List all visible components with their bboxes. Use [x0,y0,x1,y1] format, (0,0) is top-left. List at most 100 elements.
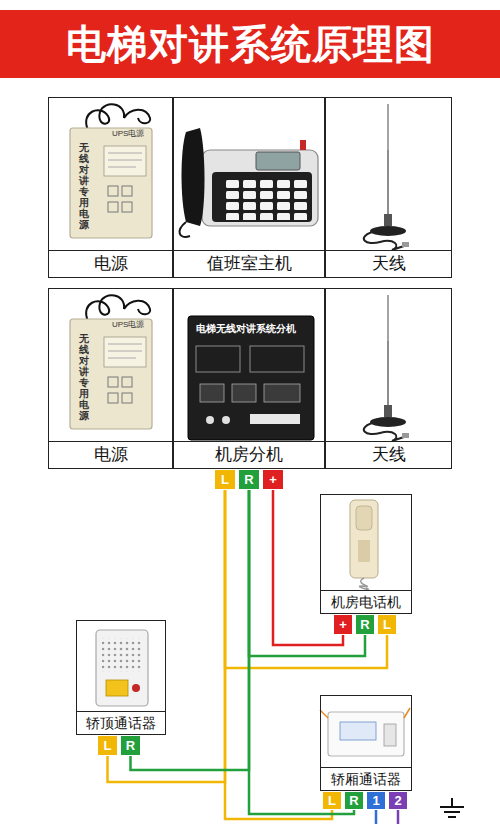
device-text: 电梯无线对讲系统分机 [196,323,296,334]
power-supply [70,104,152,238]
part-name: 值班室主机 [174,250,324,277]
ground-symbol [440,798,464,817]
part-name: 电源 [49,441,172,468]
car-intercom [384,724,396,746]
duty-phone [212,172,312,222]
part-name: 机房电话机 [321,590,411,613]
device-box: 轿厢通话器 [320,695,412,791]
ground-symbol [440,806,464,808]
terminal-label: 2 [394,794,401,807]
terminal: R [238,469,260,490]
part-name: 机房分机 [174,441,324,468]
extension-unit [196,346,240,372]
duty-phone [256,152,300,170]
car-top-intercom [96,630,148,706]
terminal: R [344,791,364,810]
terminal: L [322,791,342,810]
duty-phone [300,140,306,150]
terminal: 2 [388,791,408,810]
part-name: 轿厢通话器 [321,767,411,790]
terminal: + [333,614,353,635]
part-name: 电源 [49,250,172,277]
antenna [364,295,409,441]
extension-unit [188,316,314,440]
duty-phone [226,180,308,220]
terminal-label: R [360,618,369,631]
extension-unit [250,346,304,372]
terminal: L [214,469,236,490]
wire [108,490,226,782]
wire [249,490,365,656]
power-supply [70,295,152,429]
sticker-text: UPS电源 [112,130,144,139]
car-top-intercom [96,630,148,706]
table-cell: 机房分机 [173,288,325,469]
terminal-label: L [328,794,336,807]
ground-symbol [444,811,460,813]
table-cell: 电源 [48,97,173,278]
extension-unit [222,416,230,424]
machine-room-phone [350,500,378,578]
extension-unit [232,384,256,402]
antenna [364,104,409,250]
extension-unit [188,316,314,440]
terminal-stubs [397,810,400,824]
duty-phone [202,150,318,226]
machine-room-phone [358,540,370,562]
terminal: L [97,735,118,756]
ground-symbol [451,798,453,807]
sticker-text: 无线对讲专用电源 [79,333,89,421]
terminal-label: R [244,473,253,486]
part-name: 天线 [326,250,451,277]
car-intercom [320,708,410,756]
ground-symbol [448,816,456,818]
machine-room-phone [360,578,369,589]
car-intercom [340,722,376,740]
table-cell: 值班室主机 [173,97,325,278]
car-intercom [404,708,410,718]
terminal: 1 [366,791,386,810]
table-cell: 电源 [48,288,173,469]
terminal-label: L [221,473,229,486]
extension-unit [264,384,300,402]
device-box: 轿顶通话器 [76,620,166,735]
terminal-label: L [104,739,112,752]
part-name: 轿顶通话器 [77,711,165,734]
terminal: + [262,469,284,490]
sticker-text: UPS电源 [112,321,144,330]
car-intercom [328,712,404,756]
car-intercom [320,710,328,718]
duty-phone [182,128,205,226]
machine-room-phone [356,506,372,530]
car-top-intercom [106,680,128,696]
terminal-stubs [375,810,378,824]
extension-unit [250,414,300,424]
extension-unit [206,416,214,424]
terminal-label: + [269,473,277,486]
terminal-label: + [339,618,347,631]
terminal: L [377,614,397,635]
terminal-label: 1 [372,794,379,807]
terminal-stubs [376,810,398,824]
machine-room-phone [350,500,378,589]
title: 电梯对讲系统原理图 [66,17,435,72]
table-cell: 天线 [325,97,452,278]
wire [249,490,354,814]
title-band: 电梯对讲系统原理图 [0,10,500,78]
terminal-label: R [126,739,135,752]
sticker-text: 无线对讲专用电源 [79,142,89,230]
car-top-intercom [132,684,140,692]
terminal: R [355,614,375,635]
duty-phone [180,128,318,237]
table-cell: 天线 [325,288,452,469]
terminal-label: R [349,794,358,807]
duty-phone [180,222,190,237]
terminal: R [120,735,141,756]
device-box: 机房电话机 [320,494,412,614]
part-name: 天线 [326,441,451,468]
extension-unit [200,384,224,402]
car-top-intercom [102,638,142,672]
terminal-label: L [383,618,391,631]
